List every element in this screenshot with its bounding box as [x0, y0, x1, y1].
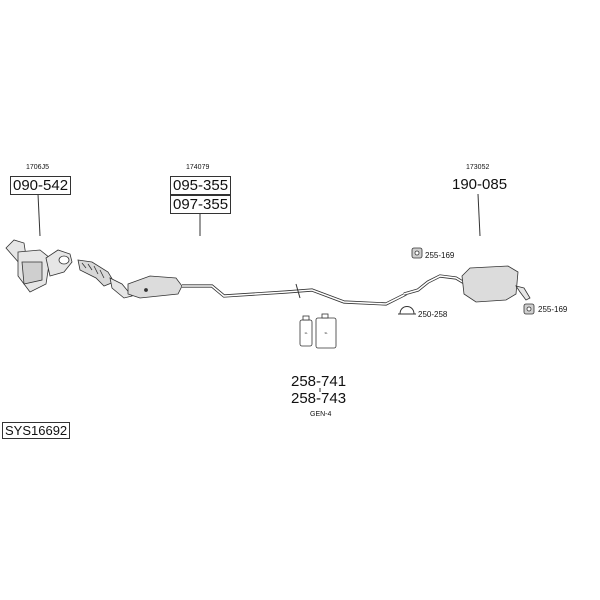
middle-silencer-part — [127, 275, 183, 299]
main-pipe-part — [182, 283, 407, 306]
rear-pipe-part — [403, 274, 467, 296]
clamp-label[interactable]: 250-258 — [418, 310, 448, 319]
middle-code: 174079 — [186, 164, 210, 171]
clamp-icon — [398, 306, 416, 315]
small-bottle-label: 1L — [304, 331, 308, 335]
hanger-right-label[interactable]: 255-169 — [538, 305, 568, 314]
large-bottle-label: 3L — [324, 331, 328, 335]
fluid-part-number-b[interactable]: 258-743 — [291, 390, 347, 407]
rear-code: 173052 — [466, 164, 490, 171]
flex-pipe-part — [77, 259, 133, 299]
fluid-gen-label: GEN-4 — [310, 411, 332, 418]
rear-part-number[interactable]: 190-085 — [452, 176, 508, 193]
rear-silencer-part — [461, 265, 531, 303]
system-id: SYS16692 — [2, 422, 71, 439]
catalyst-code: 1706J5 — [26, 164, 49, 171]
small-bottle-icon — [299, 315, 313, 347]
catalyst-converter-part — [5, 239, 73, 293]
catalyst-part-number[interactable]: 090-542 — [10, 176, 72, 195]
leader-catalyst — [37, 193, 41, 237]
middle-part-number-b[interactable]: 097-355 — [170, 195, 232, 214]
leader-rear — [477, 193, 481, 237]
hanger-right-icon — [523, 303, 535, 315]
fluid-part-number-a[interactable]: 258-741 — [291, 373, 347, 390]
large-bottle-icon — [315, 313, 337, 349]
middle-part-number-a[interactable]: 095-355 — [170, 176, 232, 195]
hanger-top-label[interactable]: 255-169 — [425, 251, 455, 260]
hanger-top-icon — [411, 247, 423, 259]
